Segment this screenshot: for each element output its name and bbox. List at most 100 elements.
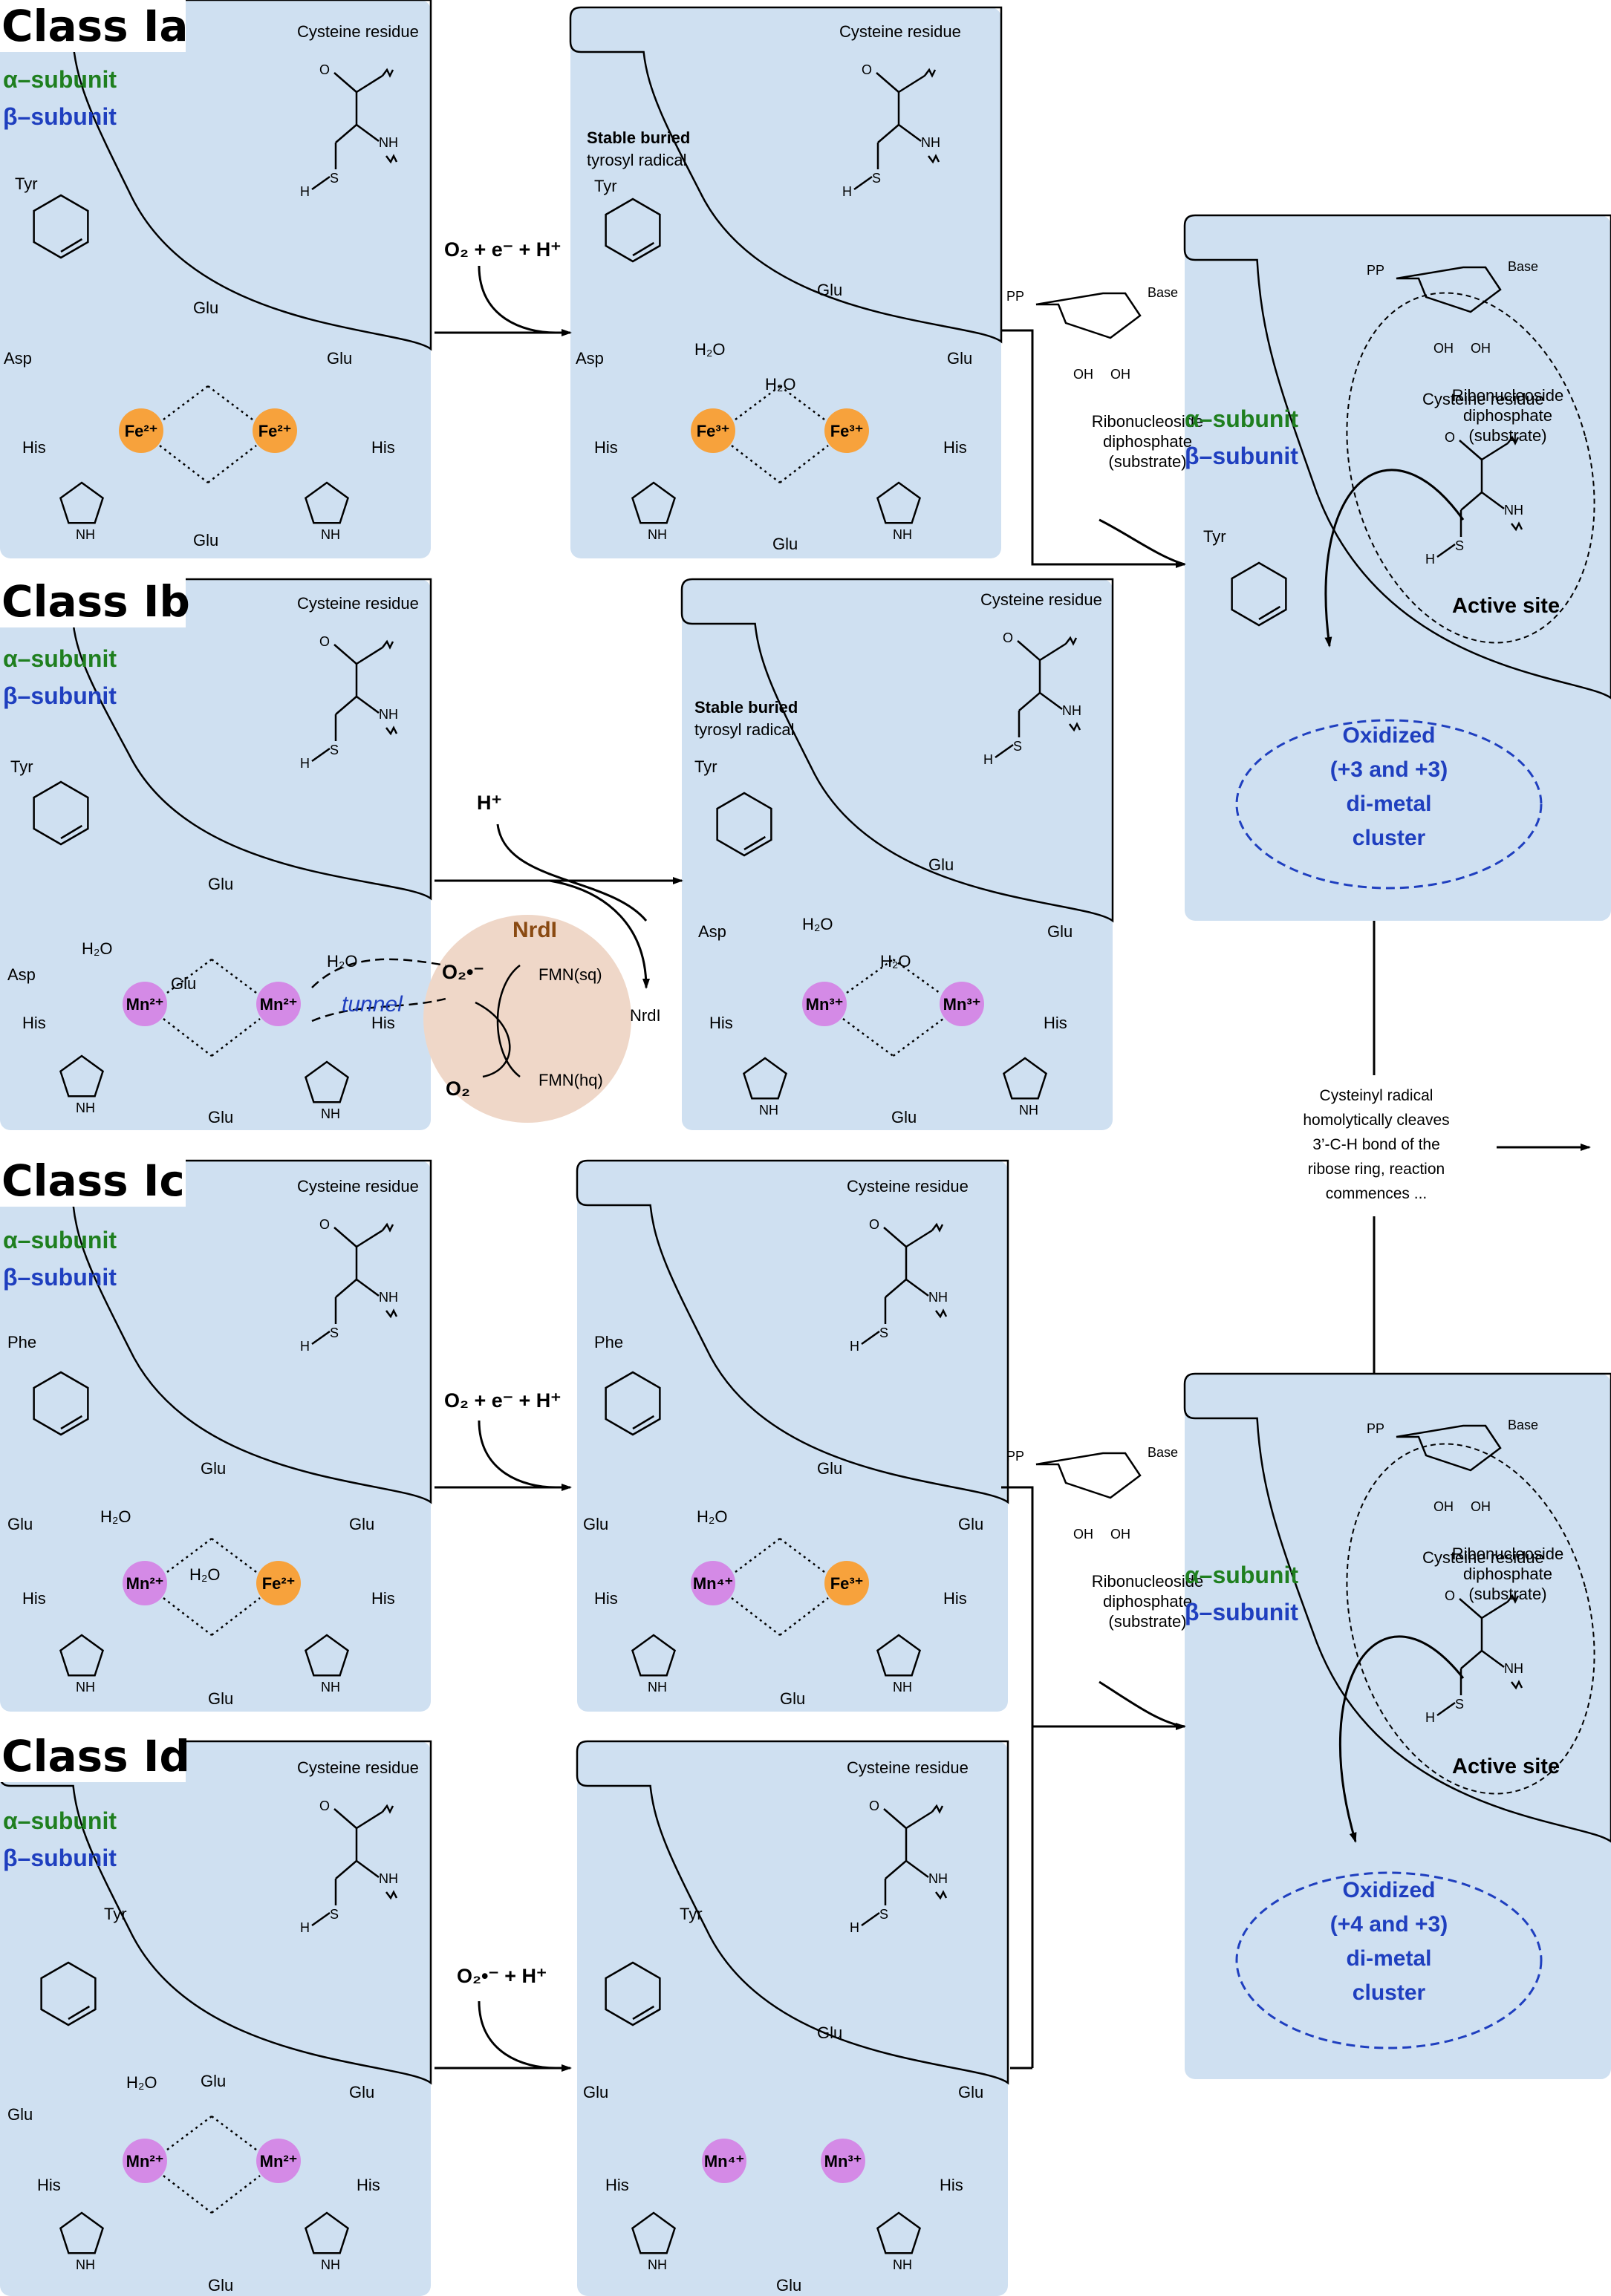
double-bond [632,2005,655,2021]
ligand-label-23: Glu [891,1108,917,1126]
s-atom: S [330,743,339,757]
double-bond [632,1415,655,1430]
imidazole-ring [631,481,677,524]
metal-7-sphere [940,982,984,1026]
nh-atom: NH [1504,503,1523,518]
aryl-label-2: Tyr [10,757,33,776]
substrate-label: diphosphate [1463,406,1552,425]
bond [311,1911,331,1927]
ligand-label-2: Glu [193,531,218,549]
reaction-ia: O₂ + e⁻ + H⁺ [435,238,572,336]
nh-label: NH [76,1100,95,1115]
coord-bond [731,445,781,483]
water-label-5: H₂O [880,952,911,971]
metal-11-label: Fe³⁺ [830,1574,864,1593]
cysteine-label: Cysteine residue [297,594,419,613]
imidazole-ring [304,1634,350,1677]
title-bg [0,0,186,52]
wavy-bond [935,1890,948,1900]
reaction-ic-reagent: O₂ + e⁻ + H⁺ [444,1389,562,1412]
aromatic-ring [33,1371,89,1436]
fmn-hq-label: FMN(hq) [538,1071,603,1089]
bond [335,1279,357,1298]
metal-3-sphere [824,408,869,453]
water-label-1: H₂O [765,375,796,394]
reaction-ib-reagent: H⁺ [477,792,502,814]
coord-bond [892,1017,944,1057]
aromatic-ring [40,1961,97,2026]
metal-1-label: Fe²⁺ [258,422,292,440]
base-label: Base [1148,1445,1178,1460]
ligand-label-34: Glu [780,1689,805,1708]
bond [1460,492,1483,511]
nh-label: NH [76,527,95,542]
nh-label: NH [648,2257,667,2272]
coord-bond [779,1597,829,1636]
metal-7: Mn³⁺ [940,982,984,1026]
coord-bond [731,1597,781,1636]
nh-atom: NH [921,135,940,150]
imidazole-ring [59,1054,105,1098]
reaction-id-reagent: O₂•⁻ + H⁺ [457,1965,547,1987]
ligand-label-15: Glu [208,875,233,893]
ligand-label-17: Glu [171,974,196,993]
panel-active-bottom [1183,1372,1611,2079]
metal-4: Mn²⁺ [123,982,167,1026]
cysteine-label: Cysteine residue [297,1177,419,1196]
alpha-region [680,578,1114,923]
bond [1018,692,1041,711]
alpha-label-active-bottom: α–subunit [1185,1562,1298,1588]
wavy-bond [928,154,940,164]
ligand-label-18: Asp [698,922,726,941]
ligand-label-24: Glu [7,1515,33,1533]
cluster-bottom-line: Oxidized [1342,1878,1435,1902]
water-label-0: H₂O [694,340,726,359]
bond [356,646,383,665]
base-label: Base [1508,259,1538,274]
ligand-label-43: His [605,2176,629,2194]
ribose-ring [1035,1452,1142,1499]
ligand-label-11: Glu [947,349,972,368]
cluster-outline-top [1235,719,1543,890]
cluster-bottom-line: di-metal [1346,1946,1431,1971]
ribose-ring [1396,1424,1502,1472]
ligand-label-27: Glu [201,1459,226,1478]
beta-region [0,579,431,1130]
beta-label-3: β–subunit [3,1845,117,1871]
oh-label: OH [1471,1499,1491,1514]
nh-label: NH [321,1680,340,1695]
metal-4-sphere [123,982,167,1026]
imidazole-ring [59,2211,105,2254]
imidazole-ring [631,2211,677,2254]
metal-3-label: Fe³⁺ [830,422,864,440]
ligand-label-29: Glu [349,1515,374,1533]
bond [311,1330,331,1346]
metal-2-sphere [691,408,735,453]
wavy-bond [385,1890,398,1900]
flow-icd [1001,1486,1186,1730]
reagent-curve [478,1420,556,1489]
s-atom: S [872,171,881,186]
bond [1481,1600,1509,1620]
ligand-label-31: His [594,1589,618,1608]
cluster-bottom-line: (+4 and +3) [1330,1912,1448,1937]
cluster-outline-bottom [1235,1871,1543,2049]
nh-label: NH [759,1103,778,1118]
nh-atom: NH [928,1871,948,1886]
metal-0-sphere [119,408,163,453]
aryl-label-6: Tyr [104,1905,127,1923]
alpha-region [576,1159,1009,1504]
h-atom: H [300,756,310,771]
s-atom: S [330,1907,339,1922]
metal-14-label: Mn⁴⁺ [704,2152,744,2171]
pp-label: PP [1367,1421,1384,1436]
tunnel-label: tunnel [342,992,403,1017]
oh-label: OH [1433,1499,1454,1514]
panel-ib-before [0,578,432,1130]
